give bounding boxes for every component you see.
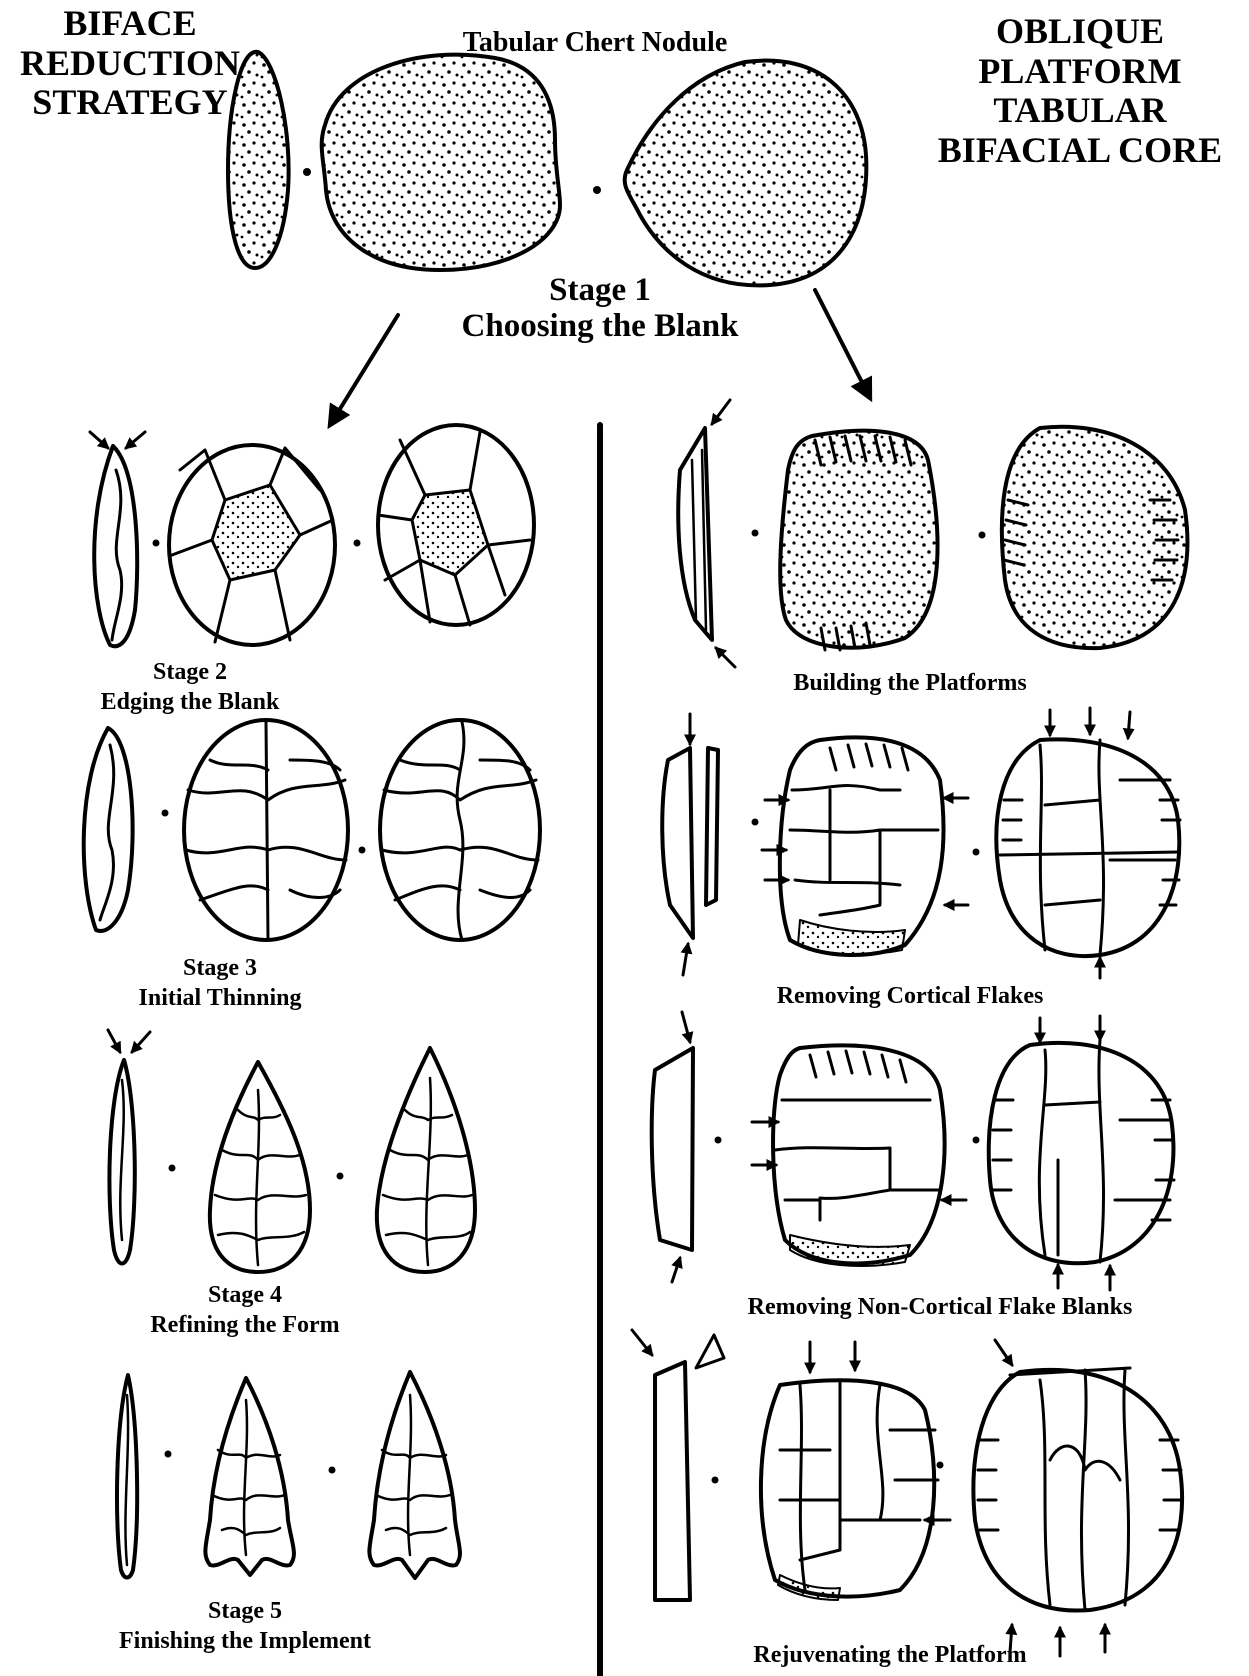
right-heading-line: BIFACIAL CORE xyxy=(930,131,1230,171)
right-heading-line: TABULAR xyxy=(930,91,1230,131)
nodule-label: Tabular Chert Nodule xyxy=(430,28,760,59)
nodule-face-right xyxy=(625,61,867,286)
cortical-flakes-drawings xyxy=(662,708,1180,978)
arrow-to-biface xyxy=(330,315,398,425)
stage2-drawings xyxy=(90,425,534,646)
platforms-caption: Building the Platforms xyxy=(760,668,1060,698)
stage3-drawings xyxy=(84,720,540,940)
stage4-drawings xyxy=(108,1030,475,1272)
noncortical-flakes-caption: Removing Non-Cortical Flake Blanks xyxy=(700,1292,1180,1322)
stage3-title: Stage 3 xyxy=(90,953,350,983)
stage4-caption: Stage 4 Refining the Form xyxy=(110,1280,380,1340)
stage2-title: Stage 2 xyxy=(60,657,320,687)
stage3-subtitle: Initial Thinning xyxy=(90,983,350,1013)
arrow-to-core xyxy=(815,290,870,398)
stage3-caption: Stage 3 Initial Thinning xyxy=(90,953,350,1013)
stage1-label: Stage 1 Choosing the Blank xyxy=(400,272,800,345)
separator-dot xyxy=(303,168,311,176)
right-heading-line: PLATFORM xyxy=(930,52,1230,92)
stage5-drawings xyxy=(117,1372,460,1578)
left-heading-line: STRATEGY xyxy=(10,83,250,123)
stage1-title: Stage 1 xyxy=(400,272,800,308)
left-heading: BIFACE REDUCTION STRATEGY xyxy=(10,4,250,123)
stage4-title: Stage 4 xyxy=(110,1280,380,1310)
platforms-drawings xyxy=(678,400,1187,667)
nodule-face-left xyxy=(322,55,560,270)
left-heading-line: REDUCTION xyxy=(10,44,250,84)
rejuvenate-caption: Rejuvenating the Platform xyxy=(730,1640,1050,1670)
stage1-subtitle: Choosing the Blank xyxy=(400,308,800,344)
rejuvenate-drawings xyxy=(632,1330,1182,1656)
left-heading-line: BIFACE xyxy=(10,4,250,44)
cortical-flakes-caption: Removing Cortical Flakes xyxy=(740,981,1080,1011)
right-heading: OBLIQUE PLATFORM TABULAR BIFACIAL CORE xyxy=(930,12,1230,170)
stage5-subtitle: Finishing the Implement xyxy=(90,1626,400,1656)
stage5-caption: Stage 5 Finishing the Implement xyxy=(90,1596,400,1656)
noncortical-flakes-drawings xyxy=(652,1012,1174,1290)
stage5-title: Stage 5 xyxy=(90,1596,400,1626)
stage2-subtitle: Edging the Blank xyxy=(60,687,320,717)
stage4-subtitle: Refining the Form xyxy=(110,1310,380,1340)
separator-dot xyxy=(593,186,601,194)
right-heading-line: OBLIQUE xyxy=(930,12,1230,52)
stage2-caption: Stage 2 Edging the Blank xyxy=(60,657,320,717)
